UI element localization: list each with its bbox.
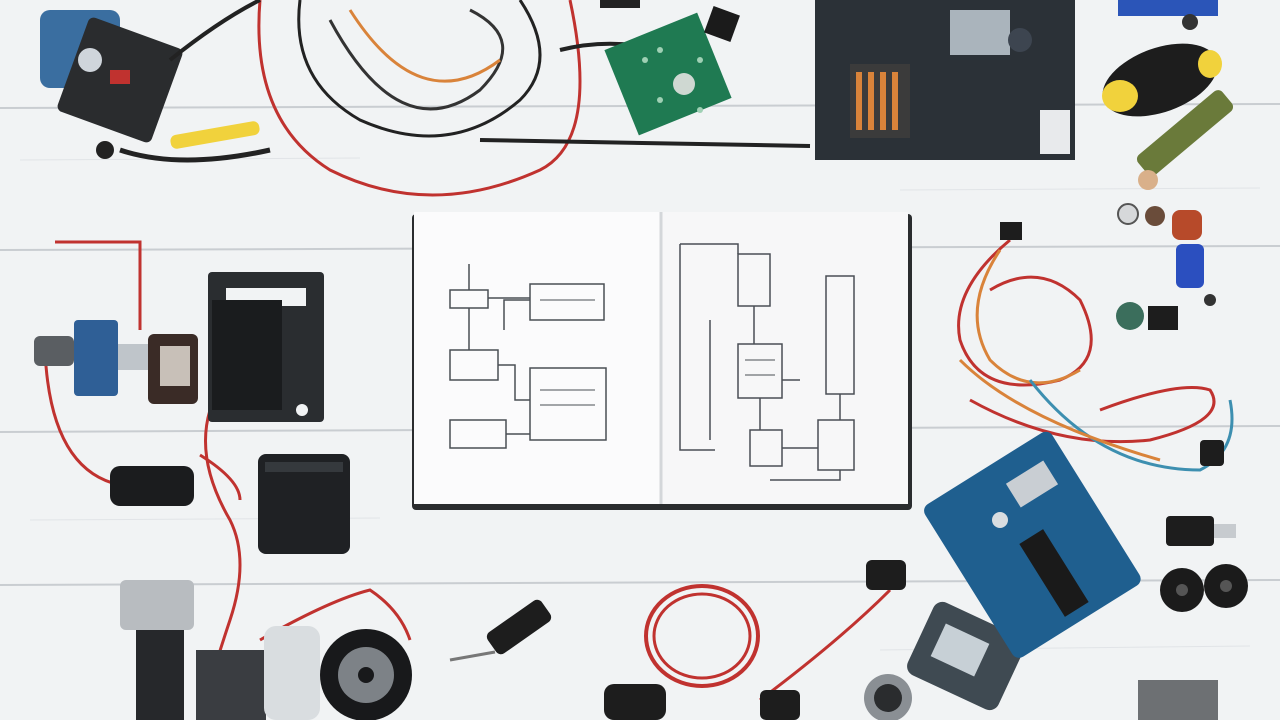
buzzer-component <box>1116 302 1178 330</box>
servo-motor-module <box>40 10 183 159</box>
green-circuit-board <box>600 0 740 136</box>
small-figure-toy <box>1172 210 1216 306</box>
small-black-switch <box>1166 516 1236 546</box>
blue-clip-module <box>1118 0 1218 30</box>
robot-car-chassis <box>120 580 412 720</box>
coiled-red-wire <box>644 584 760 688</box>
usb-flash-key <box>449 599 552 662</box>
open-notebook <box>412 212 912 510</box>
yellow-probe <box>119 121 271 163</box>
yellow-black-sensor <box>1102 43 1222 117</box>
gravel-sample <box>1138 680 1218 720</box>
metal-sensor-housing <box>907 601 1025 711</box>
resistor-strip <box>1117 90 1234 226</box>
dc-connector <box>110 453 242 506</box>
wire-bundle-top <box>168 0 811 197</box>
blue-motor-module <box>34 320 198 404</box>
black-plug <box>604 684 666 720</box>
wire-loop-right <box>957 222 1234 472</box>
dark-electronic-case <box>815 0 1075 160</box>
schematic-sketch-right <box>679 243 855 481</box>
jumper-lead <box>759 560 906 720</box>
wheel-pair <box>1160 564 1248 612</box>
arduino-board <box>924 431 1141 658</box>
black-battery-box <box>258 454 350 554</box>
speaker-disc <box>864 674 912 720</box>
schematic-sketch-left <box>449 264 607 449</box>
black-mount-bracket <box>208 272 324 422</box>
